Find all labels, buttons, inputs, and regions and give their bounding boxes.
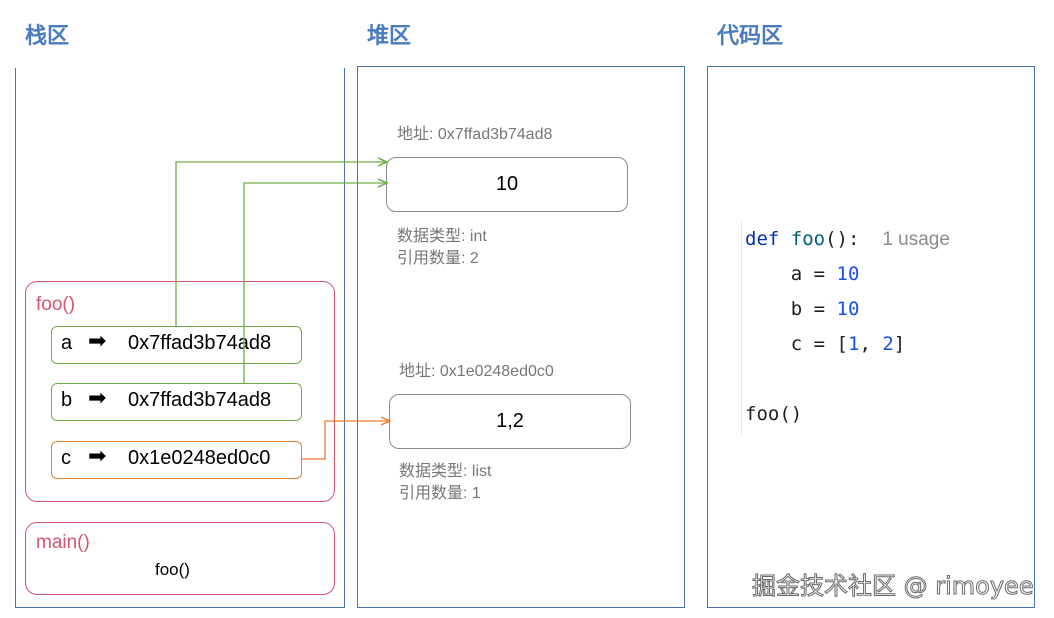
var-c-address: 0x1e0248ed0c0 bbox=[128, 447, 271, 469]
code-def-keyword: def bbox=[745, 228, 780, 250]
code-line-a: a = 10 bbox=[745, 257, 950, 292]
var-b-row: b ➡ 0x7ffad3b74ad8 bbox=[51, 383, 302, 421]
heap-object-2-refcount: 引用数量: 1 bbox=[399, 485, 481, 502]
heap-panel bbox=[357, 66, 685, 608]
code-a-value: 10 bbox=[836, 263, 860, 285]
code-call-foo: foo() bbox=[745, 403, 803, 425]
code-func-sig: (): bbox=[825, 228, 860, 250]
heap-section-title: 堆区 bbox=[367, 24, 412, 49]
code-c-value-1: 1 bbox=[847, 333, 860, 355]
usage-hint[interactable]: 1 usage bbox=[882, 229, 950, 250]
heap-object-1-box: 10 bbox=[386, 157, 628, 212]
var-b-address: 0x7ffad3b74ad8 bbox=[128, 389, 272, 411]
arrow-right-icon: ➡ bbox=[88, 444, 107, 469]
ref-arrow-a bbox=[175, 162, 386, 326]
code-line-call: foo() bbox=[745, 397, 950, 432]
code-func-name: foo bbox=[790, 228, 826, 250]
foo-frame-title: foo() bbox=[36, 294, 76, 315]
heap-object-1-refcount: 引用数量: 2 bbox=[397, 250, 479, 267]
main-call-foo: foo() bbox=[155, 560, 190, 579]
code-section-title: 代码区 bbox=[717, 24, 784, 49]
code-c-sep: , bbox=[859, 333, 883, 355]
heap-object-2-address: 地址: 0x1e0248ed0c0 bbox=[399, 363, 554, 380]
var-a-row: a ➡ 0x7ffad3b74ad8 bbox=[51, 326, 302, 364]
code-c-var: c bbox=[790, 333, 803, 355]
stack-panel bbox=[15, 68, 345, 608]
heap-object-1-type: 数据类型: int bbox=[397, 228, 487, 245]
var-a-address: 0x7ffad3b74ad8 bbox=[128, 332, 272, 354]
ref-arrow-b bbox=[243, 183, 386, 383]
indent-guide bbox=[741, 222, 742, 434]
code-listing: def foo(): 1 usage a = 10 b = 10 c = [1,… bbox=[745, 222, 950, 432]
watermark: 掘金技术社区 @ rimoyee bbox=[752, 572, 1035, 601]
code-b-op: = bbox=[802, 298, 837, 320]
var-c-name: c bbox=[61, 447, 71, 469]
code-b-value: 10 bbox=[836, 298, 860, 320]
main-frame-title: main() bbox=[36, 532, 90, 553]
main-stack-frame bbox=[25, 522, 335, 595]
heap-object-1-address: 地址: 0x7ffad3b74ad8 bbox=[397, 126, 553, 143]
arrow-right-icon: ➡ bbox=[88, 386, 107, 411]
code-a-var: a bbox=[790, 263, 803, 285]
code-c-value-2: 2 bbox=[882, 333, 894, 355]
code-panel bbox=[707, 66, 1035, 608]
var-a-name: a bbox=[61, 332, 73, 354]
stack-section-title: 栈区 bbox=[25, 24, 70, 49]
code-c-op: = [ bbox=[802, 333, 848, 355]
heap-object-1-value: 10 bbox=[495, 173, 519, 195]
code-c-close: ] bbox=[893, 333, 906, 355]
heap-object-2-value: 1,2 bbox=[496, 410, 524, 432]
heap-object-2-box: 1,2 bbox=[389, 394, 631, 449]
arrow-right-icon: ➡ bbox=[88, 329, 107, 354]
code-a-op: = bbox=[802, 263, 837, 285]
var-b-name: b bbox=[61, 389, 73, 411]
code-line-c: c = [1, 2] bbox=[745, 327, 950, 362]
code-b-var: b bbox=[790, 298, 803, 320]
heap-object-2-type: 数据类型: list bbox=[399, 463, 492, 480]
foo-stack-frame bbox=[25, 281, 335, 502]
code-line-def: def foo(): 1 usage bbox=[745, 222, 950, 257]
ref-arrow-c bbox=[302, 421, 389, 460]
var-c-row: c ➡ 0x1e0248ed0c0 bbox=[51, 441, 302, 479]
code-line-b: b = 10 bbox=[745, 292, 950, 327]
